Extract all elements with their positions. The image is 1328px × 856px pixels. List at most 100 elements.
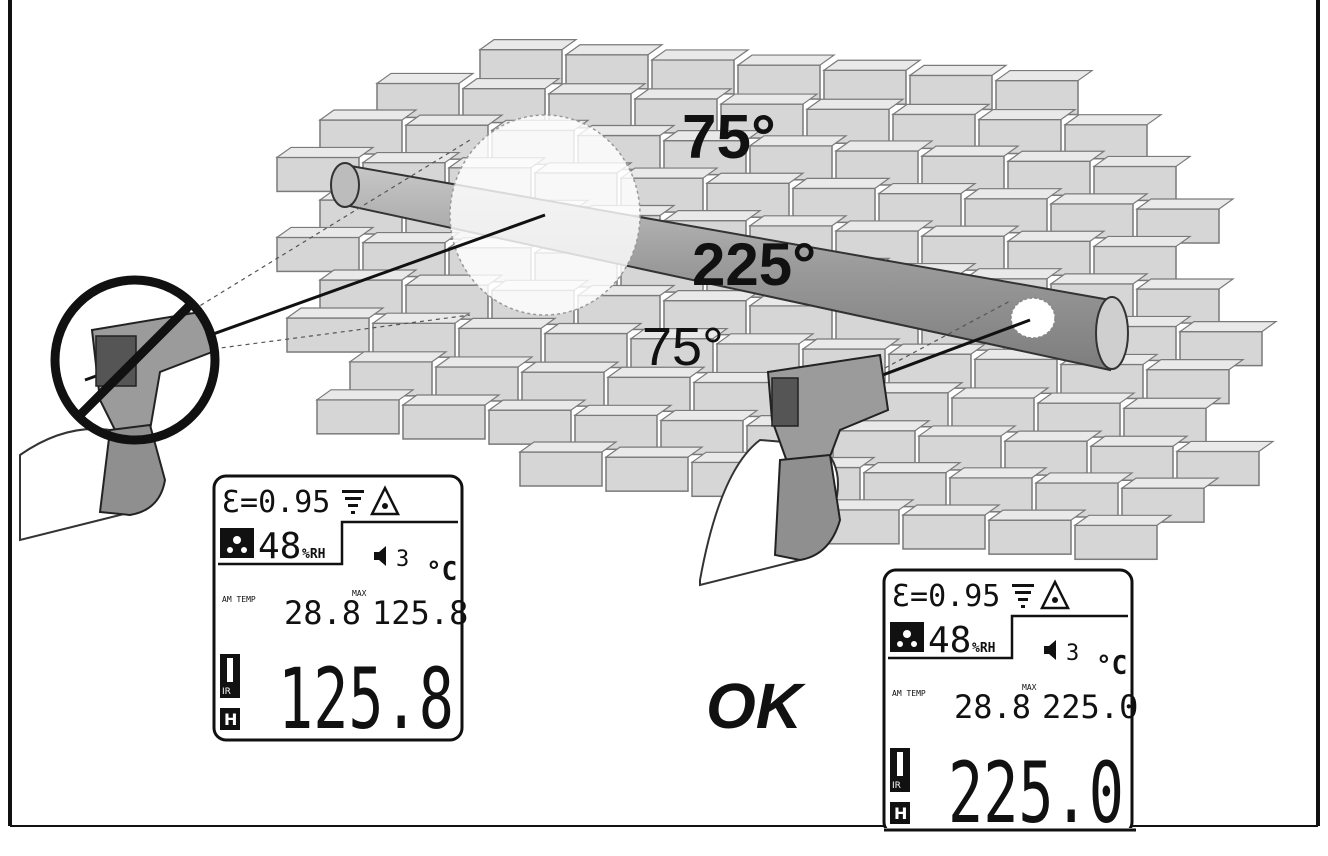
- lcd-divider: [888, 614, 1128, 660]
- hold-indicator-box: [890, 802, 910, 824]
- main-temperature-reading: 125.8: [278, 650, 454, 748]
- brick-top: [963, 268, 1063, 280]
- lcd-frame: [212, 474, 464, 742]
- brick-top: [543, 322, 643, 335]
- brick-top: [908, 64, 1008, 76]
- brick-top: [963, 188, 1063, 200]
- brick-top: [920, 145, 1020, 157]
- speaker-icon: [1044, 640, 1056, 660]
- brick-top: [891, 103, 991, 115]
- brick-top: [1073, 514, 1173, 526]
- brick-top: [977, 108, 1077, 121]
- brick-top: [361, 151, 461, 164]
- brick-top: [520, 361, 620, 373]
- lcd-display-right: Ɛ=0.95 48 %RH 3 °C AM TEMP 28.8 MAX 225.…: [882, 568, 1138, 842]
- brick-top: [1003, 430, 1103, 442]
- small-measurement-spot: [1010, 297, 1056, 339]
- max-value: 225.0: [1042, 688, 1138, 726]
- brick-top: [1175, 440, 1275, 453]
- brick-top: [1006, 150, 1106, 162]
- lcd-display-left: Ɛ=0.95 48 %RH 3 °C AM TEMP 28.8 MAX 125.…: [212, 474, 468, 748]
- brick-top: [834, 140, 934, 152]
- thermometer-ir-icon: [220, 654, 240, 698]
- brick-top: [748, 135, 848, 147]
- brick-top: [1092, 235, 1192, 248]
- ambient-temp-label: AM TEMP: [222, 595, 256, 604]
- lcd-right-bottom-mask: [876, 828, 1146, 856]
- brick-top: [650, 49, 750, 61]
- brick-top: [862, 462, 962, 474]
- alarm-level: 3: [1066, 641, 1079, 666]
- ir-label: IR: [222, 687, 231, 697]
- signal-icon: [1012, 584, 1034, 608]
- brick: [276, 236, 360, 273]
- prohibited-icon: [50, 275, 220, 445]
- alarm-level: 3: [396, 547, 409, 572]
- brick-top: [361, 231, 461, 244]
- lcd-divider: [218, 520, 458, 566]
- brick: [995, 79, 1079, 116]
- ambient-temp-value: 28.8: [954, 688, 1031, 726]
- wall-temp-bottom-label: 75°: [642, 317, 724, 377]
- sight-lines: [179, 139, 1013, 369]
- brick-top: [478, 39, 578, 51]
- brick-top: [1120, 477, 1220, 489]
- brick-top: [1178, 321, 1278, 333]
- brick-top: [371, 312, 471, 324]
- brick-top: [987, 509, 1087, 521]
- brick-top: [917, 425, 1017, 437]
- humidity-icon: [220, 528, 254, 558]
- brick-top: [1122, 397, 1222, 409]
- brick-top: [834, 220, 934, 232]
- main-temperature-reading: 225.0: [948, 744, 1124, 842]
- brick-top: [805, 98, 905, 110]
- brick-top: [633, 88, 733, 100]
- brick-top: [318, 269, 418, 281]
- brick-top: [348, 351, 448, 363]
- max-value: 125.8: [372, 594, 468, 632]
- brick-top: [1092, 155, 1192, 168]
- brick-top: [948, 467, 1048, 479]
- brick-top: [1006, 230, 1106, 242]
- brick: [1074, 524, 1158, 561]
- brick-top: [1145, 359, 1245, 371]
- brick: [605, 456, 689, 492]
- hold-indicator: H: [894, 804, 907, 823]
- brick-top: [434, 356, 534, 368]
- brick-top: [705, 172, 805, 184]
- brick-top: [318, 109, 418, 121]
- brick-top: [736, 54, 836, 66]
- brick-top: [715, 333, 815, 345]
- brick: [488, 409, 572, 445]
- brick-top: [487, 399, 587, 411]
- brick-top: [375, 72, 475, 85]
- brick: [909, 74, 993, 111]
- brick-top: [920, 225, 1020, 237]
- brick-top: [404, 114, 504, 126]
- hold-indicator: H: [224, 710, 237, 729]
- brick-top: [662, 210, 762, 222]
- brick-top: [719, 93, 819, 105]
- brick: [988, 519, 1072, 555]
- brick-top: [801, 338, 901, 350]
- pipe-temp-label: 225°: [692, 231, 816, 298]
- humidity-unit: %RH: [302, 547, 325, 562]
- brick-top: [1063, 114, 1163, 126]
- brick-top: [275, 226, 375, 239]
- hold-indicator-box: [220, 708, 240, 730]
- brick-top: [604, 446, 704, 458]
- brick: [737, 64, 821, 100]
- humidity-unit: %RH: [972, 641, 995, 656]
- brick-top: [606, 366, 706, 378]
- brick-top: [457, 317, 557, 329]
- brick-top: [822, 59, 922, 71]
- ir-label: IR: [892, 781, 901, 791]
- brick-top: [275, 146, 375, 159]
- emissivity-readout: Ɛ=0.95: [222, 485, 330, 520]
- brick-top: [791, 177, 891, 189]
- brick-top: [1036, 392, 1136, 404]
- ambient-temp-label: AM TEMP: [892, 689, 926, 698]
- speaker-icon: [374, 546, 386, 566]
- humidity-value: 48: [258, 526, 301, 567]
- laser-warning-icon: [1039, 579, 1071, 610]
